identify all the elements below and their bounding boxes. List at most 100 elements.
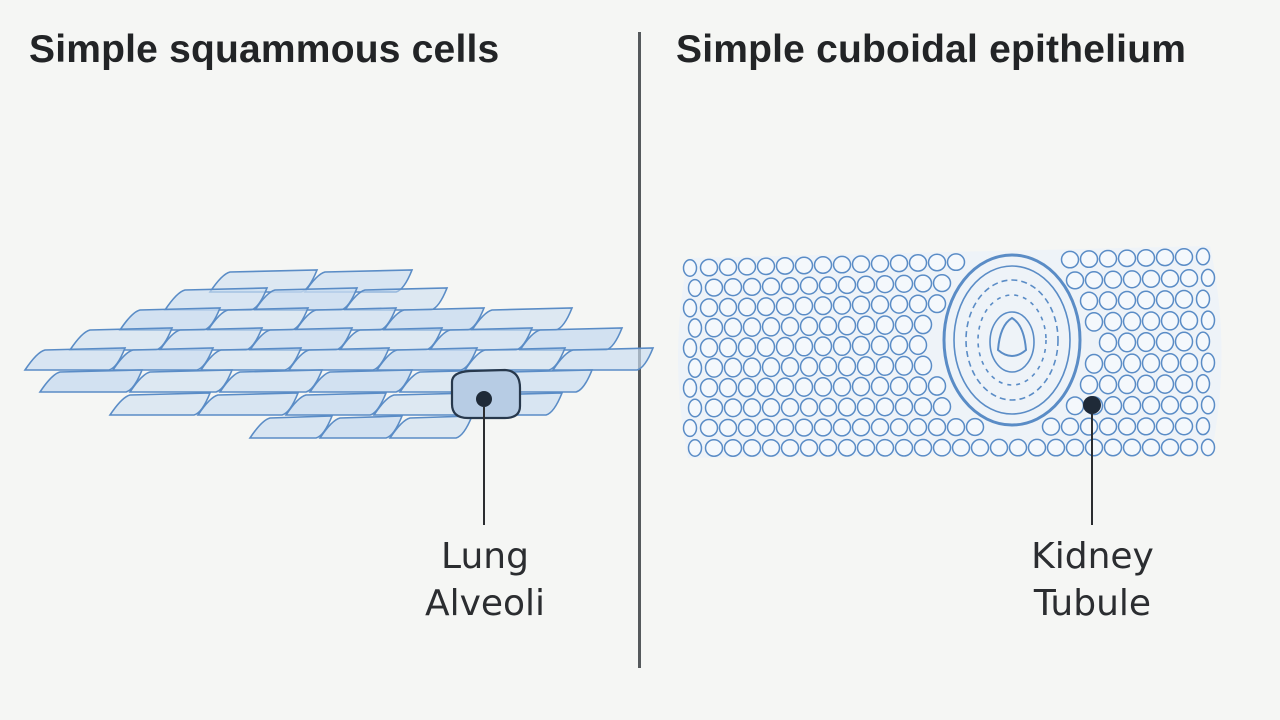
lung-alveoli-label: Lung Alveoli (400, 533, 570, 627)
cuboidal-cell (1155, 290, 1175, 310)
squamous-cell (199, 347, 303, 371)
cuboidal-cell (927, 417, 947, 437)
cuboidal-cell (1179, 352, 1199, 373)
cuboidal-cell (1160, 269, 1180, 288)
cuboidal-cell (1174, 417, 1194, 436)
cuboidal-cell-grid (682, 247, 1216, 457)
cuboidal-cell (875, 275, 895, 294)
cuboidal-cell (742, 317, 762, 337)
cuboidal-cell (737, 297, 757, 317)
cuboidal-cell (737, 377, 757, 398)
cuboidal-cell (718, 258, 738, 277)
cuboidal-cell (908, 294, 928, 314)
cuboidal-cell (687, 398, 703, 418)
cuboidal-cell (1160, 438, 1180, 457)
cuboidal-cell (1136, 248, 1156, 267)
cuboidal-cell (737, 257, 757, 276)
cuboidal-cell (682, 418, 698, 438)
cuboidal-cell (1122, 353, 1142, 374)
squamous-cell (163, 287, 269, 311)
cuboidal-cell (813, 256, 833, 274)
cuboidal-cell (1179, 310, 1199, 331)
cuboidal-cell (775, 418, 795, 437)
squamous-cell-sheet (23, 269, 655, 439)
squamous-cell (68, 327, 174, 351)
tubule-lumen-cross-section (942, 253, 1082, 427)
cuboidal-cell (970, 438, 990, 457)
cuboidal-cell (1103, 438, 1123, 457)
cuboidal-cell (1103, 311, 1123, 332)
cuboidal-cell (856, 438, 876, 457)
cuboidal-cell (1008, 438, 1028, 457)
squamous-cell (248, 415, 334, 439)
cuboidal-cell (989, 438, 1009, 457)
cuboidal-cell (1155, 331, 1175, 352)
cuboidal-cell (756, 257, 776, 276)
cuboidal-cell (1155, 417, 1175, 436)
cuboidal-cell (1122, 438, 1142, 457)
cuboidal-cell (742, 398, 762, 418)
squamous-cell (463, 347, 567, 371)
cuboidal-cell (908, 418, 928, 437)
cuboidal-cell (756, 297, 776, 317)
cuboidal-cell (965, 417, 985, 437)
cuboidal-cell (1136, 417, 1156, 436)
cuboidal-cell (794, 256, 814, 275)
cuboidal-cell (718, 377, 738, 398)
cuboidal-cell (832, 255, 852, 274)
cuboidal-cell (818, 356, 838, 377)
cuboidal-cell (704, 357, 724, 378)
cuboidal-cell (894, 274, 914, 293)
cuboidal-cell (1060, 417, 1080, 436)
squamous-cell (118, 307, 222, 331)
squamous-cell (382, 307, 486, 331)
cuboidal-cell (761, 277, 781, 296)
squamous-cell (518, 327, 624, 351)
squamous-cell (338, 327, 444, 351)
cuboidal-cell (932, 273, 952, 293)
cuboidal-cell (1122, 270, 1142, 289)
cuboidal-cell (1103, 270, 1123, 289)
cuboidal-cell (775, 336, 795, 357)
cuboidal-cell (1141, 395, 1161, 415)
squamous-nucleus (476, 391, 492, 407)
cuboidal-cell (1084, 353, 1104, 374)
cuboidal-cell (875, 355, 895, 377)
cuboidal-cell (1174, 289, 1194, 309)
cuboidal-cell (1136, 290, 1156, 310)
cuboidal-cell (794, 377, 814, 397)
squamous-cell (108, 392, 212, 416)
cuboidal-cell (1136, 332, 1156, 353)
cuboidal-cell (704, 278, 724, 297)
cuboidal-cell (832, 376, 852, 397)
cuboidal-cell (837, 438, 857, 457)
cuboidal-cell (946, 417, 966, 437)
cuboidal-cell (1065, 438, 1085, 457)
cuboidal-cell (870, 418, 890, 437)
highlighted-squamous-cell (450, 368, 522, 420)
cuboidal-cell (927, 376, 947, 396)
cuboidal-cell (794, 418, 814, 437)
cuboidal-cell (851, 295, 871, 315)
cuboidal-cell (682, 337, 698, 359)
cuboidal-cell (832, 335, 852, 357)
cuboidal-cell (1179, 395, 1199, 415)
cuboidal-cell (913, 438, 933, 457)
cuboidal-cell (1098, 332, 1118, 353)
cuboidal-cell (1160, 352, 1180, 374)
cuboidal-cell (851, 418, 871, 437)
cuboidal-cell (723, 317, 743, 338)
cuboidal-nucleus (1083, 396, 1101, 414)
cuboidal-cell (889, 335, 909, 356)
cuboidal-cell (851, 335, 871, 356)
cuboidal-cell (1084, 270, 1104, 290)
cuboidal-cell (1174, 248, 1194, 266)
cuboidal-cell (875, 397, 895, 417)
cuboidal-cell (894, 314, 914, 335)
squamous-cell (158, 327, 264, 351)
cuboidal-cell (1084, 438, 1104, 457)
cuboidal-cell (813, 377, 833, 397)
lung-alveoli-label-line1: Lung (441, 536, 529, 577)
cuboidal-cell (756, 336, 776, 358)
squamous-cell (308, 369, 414, 393)
